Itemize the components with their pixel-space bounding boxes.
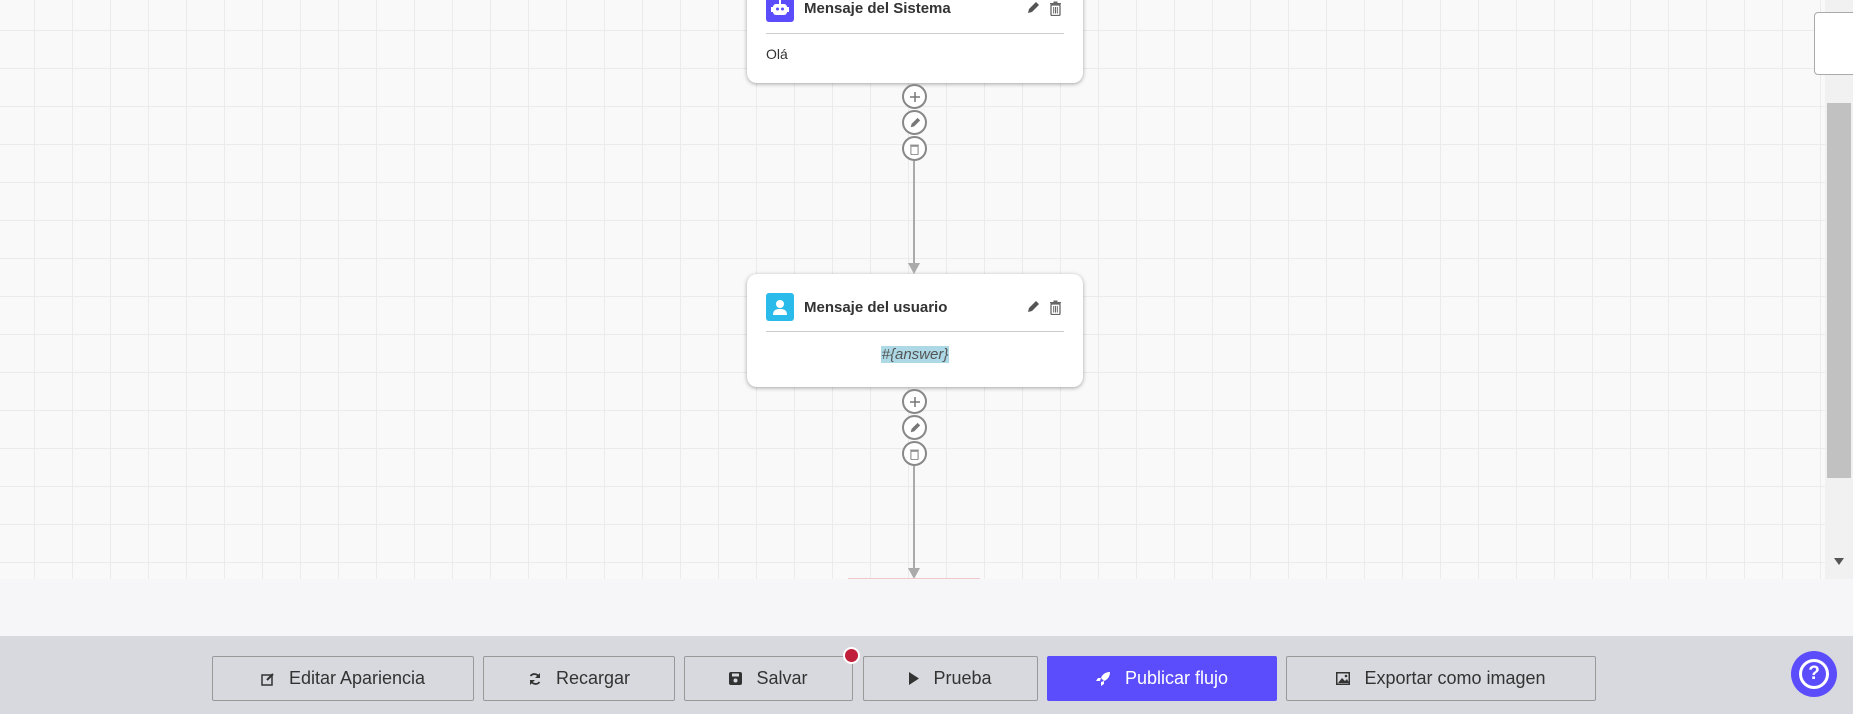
trash-icon[interactable] — [1046, 0, 1064, 17]
save-icon — [729, 672, 743, 685]
node-title: Mensaje del Sistema — [804, 0, 951, 17]
arrow-icon — [908, 263, 920, 274]
rocket-icon — [1095, 672, 1110, 686]
pencil-icon[interactable] — [1024, 298, 1042, 316]
connector-line — [913, 466, 915, 568]
edit-icon — [261, 672, 274, 686]
test-button[interactable]: Prueba — [863, 656, 1038, 701]
scrollbar-thumb[interactable] — [1827, 103, 1851, 478]
button-label: Editar Apariencia — [288, 668, 426, 688]
button-label: Prueba — [933, 668, 992, 688]
publish-flow-button[interactable]: Publicar flujo — [1047, 656, 1277, 701]
edit-connection-button[interactable] — [902, 415, 927, 440]
user-icon — [766, 293, 794, 321]
arrow-icon — [908, 568, 920, 579]
play-icon — [909, 672, 920, 685]
help-button[interactable]: ? — [1791, 651, 1837, 697]
export-image-button[interactable]: Exportar como imagen — [1286, 656, 1596, 701]
connector-line — [913, 161, 915, 263]
button-label: Exportar como imagen — [1364, 668, 1546, 688]
add-node-button[interactable] — [902, 84, 927, 109]
add-node-button[interactable] — [902, 389, 927, 414]
button-label: Publicar flujo — [1124, 668, 1229, 688]
node-user-message[interactable]: Mensaje del usuario #{answer} — [747, 274, 1083, 387]
vertical-scrollbar[interactable] — [1825, 0, 1853, 579]
node-body: Olá — [766, 46, 788, 62]
refresh-icon — [529, 672, 541, 685]
delete-connection-button[interactable] — [902, 136, 927, 161]
node-system-message[interactable]: Mensaje del Sistema Olá — [747, 0, 1083, 83]
trash-icon[interactable] — [1046, 298, 1064, 316]
reload-button[interactable]: Recargar — [483, 656, 675, 701]
delete-connection-button[interactable] — [902, 441, 927, 466]
scroll-down-icon[interactable] — [1834, 558, 1844, 565]
unsaved-indicator — [843, 647, 860, 664]
question-icon: ? — [1799, 659, 1829, 689]
save-button[interactable]: Salvar — [684, 656, 853, 701]
node-title: Mensaje del usuario — [804, 298, 948, 316]
button-label: Recargar — [555, 668, 631, 688]
next-node-edge — [848, 578, 980, 579]
edit-connection-button[interactable] — [902, 110, 927, 135]
node-body: #{answer} — [880, 346, 950, 363]
minimap-panel[interactable] — [1814, 12, 1853, 75]
edit-appearance-button[interactable]: Editar Apariencia — [212, 656, 474, 701]
image-icon — [1336, 672, 1351, 685]
button-label: Salvar — [756, 668, 808, 688]
flow-canvas[interactable]: Mensaje del Sistema Olá Mensaje del usua… — [0, 0, 1825, 579]
robot-icon — [766, 0, 794, 22]
pencil-icon[interactable] — [1024, 0, 1042, 17]
